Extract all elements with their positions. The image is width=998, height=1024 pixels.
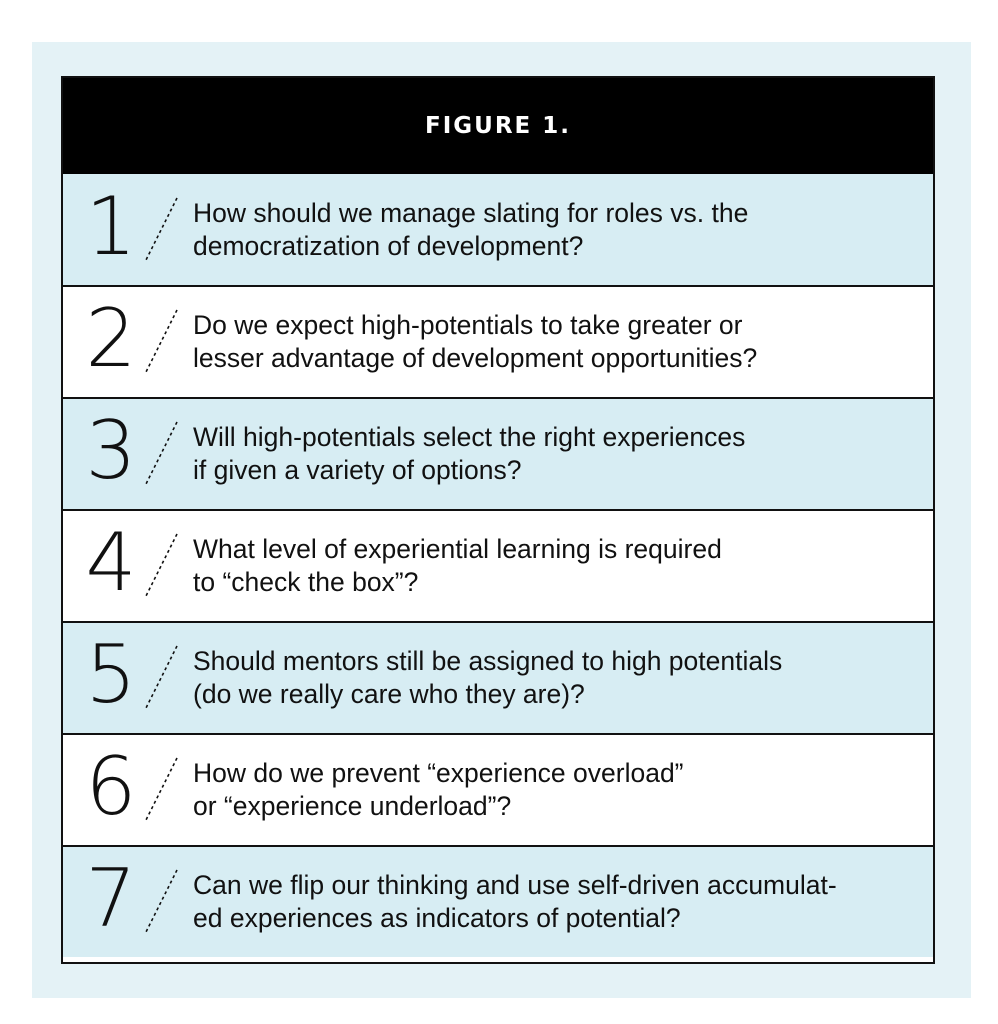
question-text: Should mentors still be assigned to high… (193, 645, 915, 711)
question-number: 1 (85, 179, 137, 273)
figure-box: FIGURE 1. 1 How should we manage slating… (61, 76, 935, 964)
question-row-1: 1 How should we manage slating for roles… (63, 174, 933, 285)
question-line: Do we expect high-potentials to take gre… (193, 310, 743, 340)
question-line: How do we prevent “experience overload” (193, 758, 684, 788)
question-line: to “check the box”? (193, 567, 419, 597)
question-row-7: 7 Can we flip our thinking and use self-… (63, 845, 933, 957)
question-line: democratization of development? (193, 230, 584, 261)
question-text: Will high-potentials select the right ex… (193, 421, 915, 487)
question-number: 7 (85, 851, 137, 945)
question-line: (do we really care who they are)? (193, 679, 585, 709)
question-list: 1 How should we manage slating for roles… (63, 174, 933, 957)
question-text: Can we flip our thinking and use self-dr… (193, 869, 915, 935)
dashed-slash-icon (144, 533, 178, 599)
question-number: 2 (85, 291, 137, 385)
figure-title: FIGURE 1. (425, 113, 571, 139)
question-line: or “experience underload”? (193, 791, 512, 821)
question-line: if given a variety of options? (193, 455, 522, 485)
question-line: Should mentors still be assigned to high… (193, 646, 783, 676)
dashed-slash-icon (144, 645, 178, 711)
question-number: 6 (85, 739, 137, 833)
question-line: ed experiences as indicators of potentia… (193, 903, 681, 933)
question-row-6: 6 How do we prevent “experience overload… (63, 733, 933, 845)
question-row-4: 4 What level of experiential learning is… (63, 509, 933, 621)
question-row-2: 2 Do we expect high-potentials to take g… (63, 285, 933, 397)
question-line: Can we flip our thinking and use self-dr… (193, 870, 837, 900)
question-line: What level of experiential learning is r… (193, 534, 722, 564)
question-row-5: 5 Should mentors still be assigned to hi… (63, 621, 933, 733)
question-text: How do we prevent “experience overload” … (193, 757, 915, 823)
dashed-slash-icon (144, 197, 178, 262)
question-number: 4 (85, 515, 137, 609)
question-text: How should we manage slating for roles v… (193, 197, 915, 263)
question-row-3: 3 Will high-potentials select the right … (63, 397, 933, 509)
question-text: Do we expect high-potentials to take gre… (193, 309, 915, 375)
question-text: What level of experiential learning is r… (193, 533, 915, 599)
dashed-slash-icon (144, 757, 178, 823)
question-number: 5 (85, 627, 137, 721)
question-line: Will high-potentials select the right ex… (193, 422, 746, 452)
dashed-slash-icon (144, 869, 178, 935)
question-line: lesser advantage of development opportun… (193, 343, 758, 373)
question-number: 3 (85, 403, 137, 497)
dashed-slash-icon (144, 421, 178, 487)
dashed-slash-icon (144, 309, 178, 375)
question-line: How should we manage slating for roles v… (193, 197, 749, 228)
figure-header: FIGURE 1. (63, 78, 933, 188)
